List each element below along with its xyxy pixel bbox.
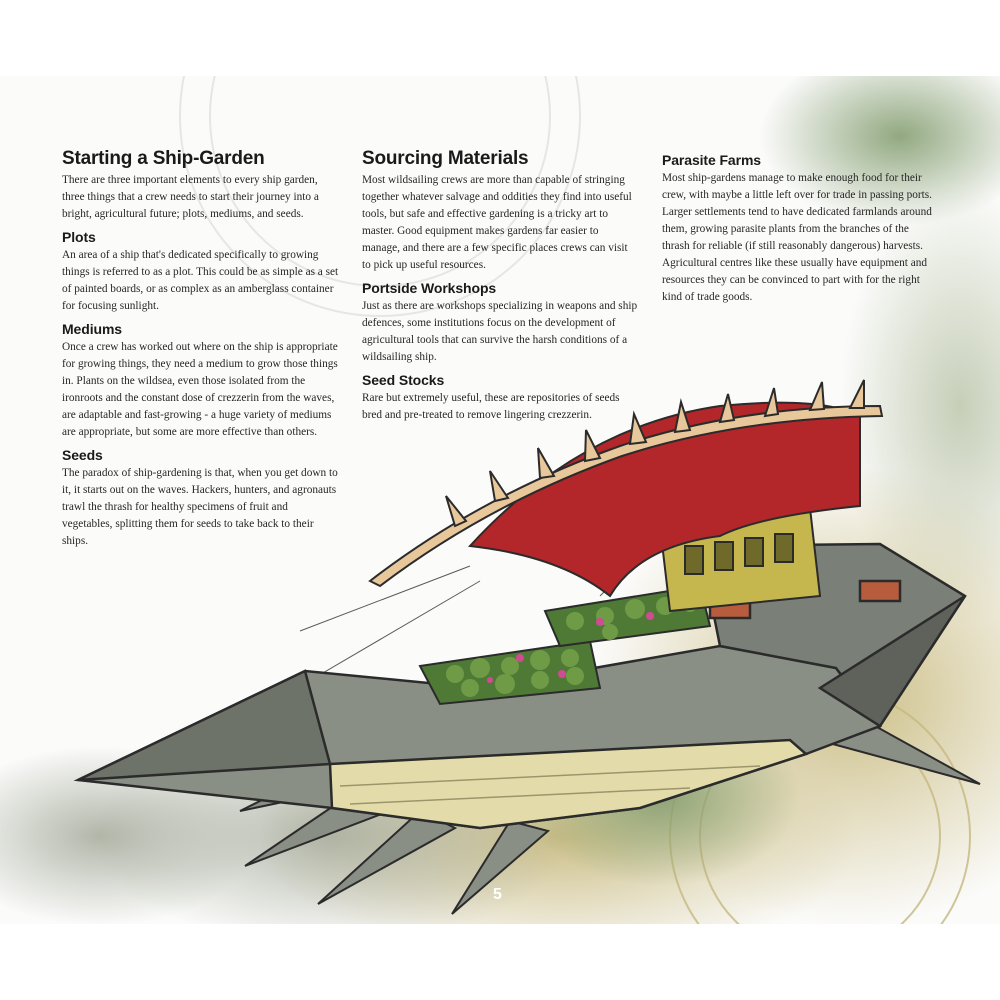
ship-hull [73,542,967,830]
portside-workshops-heading: Portside Workshops [362,280,497,296]
mediums-heading: Mediums [62,321,122,337]
plots-heading: Plots [62,229,96,245]
middle-column: Sourcing Materials Most wildsailing crew… [362,148,638,424]
parasite-farms-text: Most ship-gardens manage to make enough … [662,172,932,303]
portside-workshops-text: Just as there are workshops specializing… [362,300,638,363]
seed-stocks-text: Rare but extremely useful, these are rep… [362,392,620,421]
seed-stocks-heading: Seed Stocks [362,372,445,388]
plots-text: An area of a ship that's dedicated speci… [62,249,339,312]
book-page: Starting a Ship-Garden There are three i… [0,76,1000,924]
page-number: 5 [493,886,502,903]
sourcing-materials-text: Most wildsailing crews are more than cap… [362,174,632,271]
ship-garden-illustration [0,76,1000,924]
sourcing-materials-title: Sourcing Materials [362,148,529,169]
seeds-text: The paradox of ship-gardening is that, w… [62,467,338,547]
bone-spine-mast [368,379,884,588]
starting-ship-garden-title: Starting a Ship-Garden [62,148,265,169]
left-column: Starting a Ship-Garden There are three i… [62,148,340,550]
starting-ship-garden-text: There are three important elements to ev… [62,174,319,220]
parasite-farms-heading: Parasite Farms [662,152,761,168]
seeds-heading: Seeds [62,447,103,463]
right-column: Parasite Farms Most ship-gardens manage … [662,152,932,306]
mediums-text: Once a crew has worked out where on the … [62,341,338,438]
